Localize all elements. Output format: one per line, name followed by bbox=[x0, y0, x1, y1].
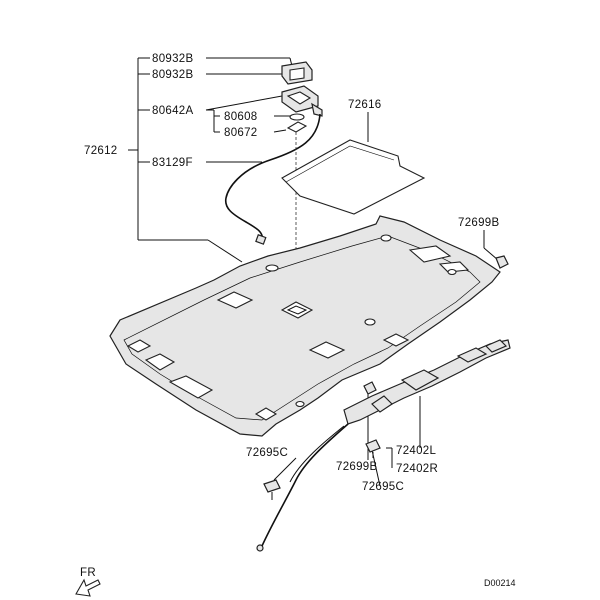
label-72699B-center: 72699B bbox=[336, 461, 377, 473]
label-80932B-a: 80932B bbox=[152, 53, 193, 65]
label-72695C-left: 72695C bbox=[246, 447, 288, 459]
label-83129F: 83129F bbox=[152, 157, 193, 169]
wiring-harness bbox=[224, 113, 321, 241]
harness-connector bbox=[255, 234, 267, 245]
direction-label: FR bbox=[80, 567, 96, 579]
dome-lamp-assembly bbox=[281, 61, 323, 133]
label-72695C-center: 72695C bbox=[362, 481, 404, 493]
diagram-code: D00214 bbox=[484, 578, 516, 588]
roof-side-rail bbox=[256, 339, 511, 552]
label-80672: 80672 bbox=[224, 127, 257, 139]
label-72699B-right: 72699B bbox=[458, 217, 499, 229]
headlining bbox=[109, 215, 501, 437]
label-80932B-b: 80932B bbox=[152, 69, 193, 81]
label-80642A: 80642A bbox=[152, 105, 193, 117]
label-80608: 80608 bbox=[224, 111, 257, 123]
front-arrow-icon bbox=[75, 578, 101, 597]
label-72616: 72616 bbox=[348, 99, 381, 111]
fasteners bbox=[263, 255, 509, 500]
sound-pad bbox=[281, 139, 426, 215]
label-72402R: 72402R bbox=[396, 463, 438, 475]
label-72612: 72612 bbox=[84, 145, 117, 157]
label-72402L: 72402L bbox=[396, 445, 436, 457]
front-direction-indicator: FR bbox=[75, 567, 101, 597]
